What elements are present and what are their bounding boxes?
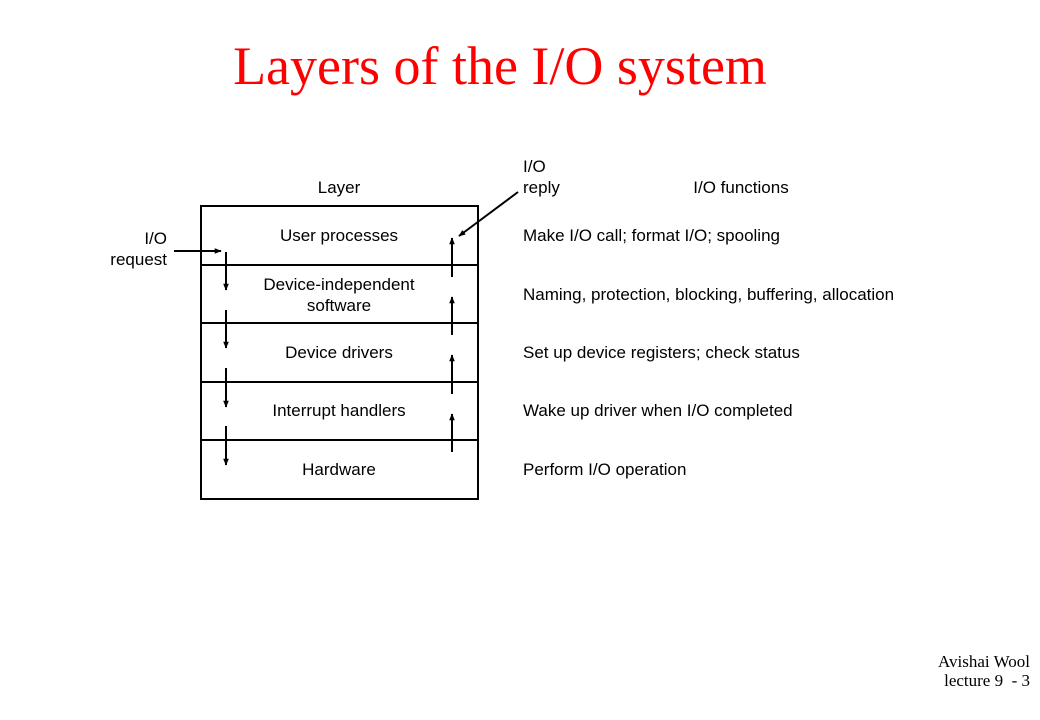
io-reply-arrow: [458, 191, 519, 237]
footer-author: Avishai Wool: [938, 652, 1030, 671]
io-reply-label: I/O: [523, 157, 546, 176]
functions-column-header: I/O functions: [693, 178, 788, 197]
io-request-label-line2: request: [110, 250, 167, 269]
io-request-label: I/O: [144, 229, 167, 248]
io-reply-label-line2: reply: [523, 178, 560, 197]
layer-name-device-independent: Device-independent: [263, 275, 414, 294]
layer-stack-frame: [200, 205, 479, 500]
slide-title: Layers of the I/O system: [233, 36, 767, 96]
function-hardware: Perform I/O operation: [523, 460, 686, 479]
layer-column-header: Layer: [318, 178, 361, 197]
layer-name-user-processes: User processes: [280, 226, 398, 245]
footer-lecture: lecture 9 - 3: [944, 671, 1030, 690]
layer-name-device-drivers: Device drivers: [285, 343, 393, 362]
function-device-independent: Naming, protection, blocking, buffering,…: [523, 285, 894, 304]
layer-name-device-independent-line2: software: [307, 296, 371, 315]
slide-footer: Avishai Wool lecture 9 - 3: [938, 652, 1030, 690]
function-user-processes: Make I/O call; format I/O; spooling: [523, 226, 780, 245]
function-interrupt-handlers: Wake up driver when I/O completed: [523, 401, 793, 420]
layer-name-hardware: Hardware: [302, 460, 376, 479]
layer-name-interrupt-handlers: Interrupt handlers: [272, 401, 405, 420]
function-device-drivers: Set up device registers; check status: [523, 343, 800, 362]
